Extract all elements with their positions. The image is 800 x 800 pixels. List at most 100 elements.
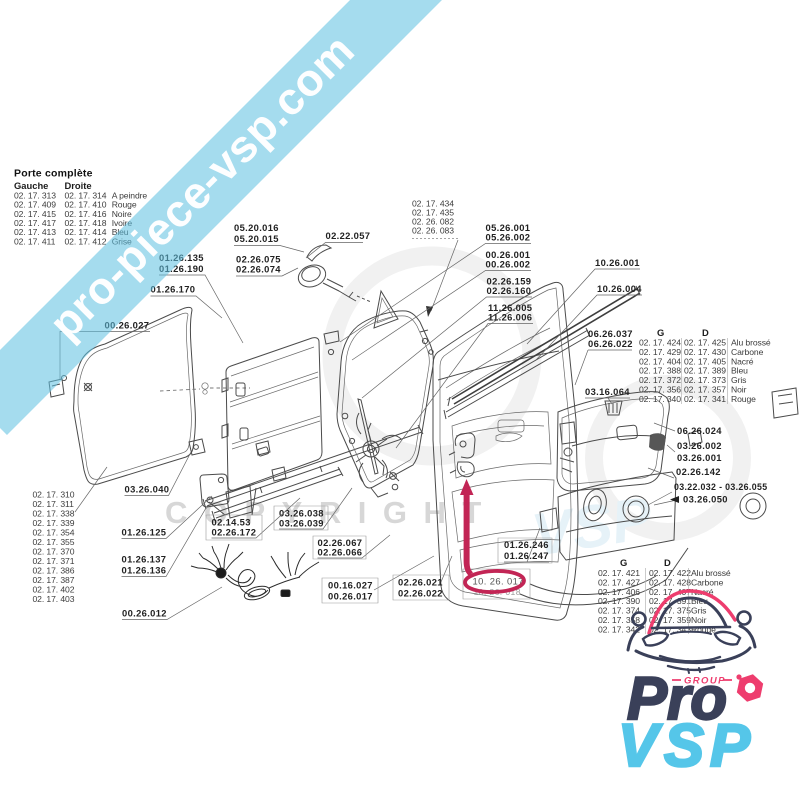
- svg-text:02. 17. 422: 02. 17. 422: [649, 568, 691, 578]
- svg-text:10.26.001: 10.26.001: [595, 257, 640, 268]
- svg-text:05.20.015: 05.20.015: [234, 233, 279, 244]
- svg-text:02. 17. 355: 02. 17. 355: [33, 537, 75, 547]
- svg-text:02. 17. 417: 02. 17. 417: [14, 218, 56, 228]
- svg-text:02. 17. 390: 02. 17. 390: [598, 596, 640, 606]
- svg-text:03.26.050: 03.26.050: [683, 494, 728, 505]
- svg-text:02.26.160: 02.26.160: [487, 285, 532, 296]
- svg-text:02. 17. 310: 02. 17. 310: [33, 490, 75, 500]
- svg-text:Noir: Noir: [731, 385, 747, 395]
- svg-text:02. 17. 407: 02. 17. 407: [649, 587, 691, 597]
- svg-text:03.26.039: 03.26.039: [279, 518, 324, 529]
- svg-text:02. 17. 314: 02. 17. 314: [65, 190, 107, 200]
- svg-text:02. 17. 389: 02. 17. 389: [684, 366, 726, 376]
- svg-text:02. 17. 391: 02. 17. 391: [649, 596, 691, 606]
- svg-text:Gauche: Gauche: [14, 180, 48, 191]
- svg-text:03.26.038: 03.26.038: [279, 508, 324, 519]
- svg-text:Bleu: Bleu: [691, 596, 708, 606]
- svg-text:10.26.004: 10.26.004: [597, 283, 642, 294]
- svg-text:01.26.190: 01.26.190: [159, 263, 204, 274]
- svg-text:01.26.136: 01.26.136: [122, 565, 167, 576]
- svg-text:02. 17. 421: 02. 17. 421: [598, 568, 640, 578]
- svg-text:02. 17. 342: 02. 17. 342: [598, 624, 640, 634]
- svg-text:VSP: VSP: [618, 712, 756, 779]
- svg-text:02. 17. 359: 02. 17. 359: [649, 615, 691, 625]
- svg-text:02. 17. 338: 02. 17. 338: [33, 509, 75, 519]
- svg-text:06.26.024: 06.26.024: [677, 425, 722, 436]
- svg-text:COPYRIGHT: COPYRIGHT: [165, 495, 498, 530]
- svg-text:02. 17. 356: 02. 17. 356: [639, 385, 681, 395]
- svg-text:Droite: Droite: [65, 180, 92, 191]
- svg-text:05.20.016: 05.20.016: [234, 222, 279, 233]
- svg-text:Carbone: Carbone: [731, 347, 764, 357]
- svg-text:02.22.057: 02.22.057: [326, 230, 371, 241]
- svg-text:02. 17. 435: 02. 17. 435: [412, 208, 454, 218]
- svg-text:02.26.022: 02.26.022: [398, 588, 443, 599]
- svg-text:02.26.159: 02.26.159: [487, 276, 532, 287]
- svg-text:01.26.246: 01.26.246: [504, 539, 549, 550]
- svg-text:02. 17. 415: 02. 17. 415: [14, 209, 56, 219]
- svg-text:Noire: Noire: [112, 209, 132, 219]
- svg-text:02. 17. 403: 02. 17. 403: [33, 594, 75, 604]
- svg-text:Ivoire: Ivoire: [112, 218, 133, 228]
- svg-text:01.26.137: 01.26.137: [122, 554, 167, 565]
- svg-text:Carbone: Carbone: [691, 577, 724, 587]
- svg-text:01.26.170: 01.26.170: [151, 284, 196, 295]
- svg-text:A peindre: A peindre: [112, 190, 148, 200]
- svg-text:Porte complète: Porte complète: [14, 168, 93, 180]
- svg-text:02. 17. 424: 02. 17. 424: [639, 338, 681, 348]
- svg-text:03.22.032 - 03.26.055: 03.22.032 - 03.26.055: [674, 482, 767, 492]
- svg-text:GROUP: GROUP: [684, 676, 726, 687]
- svg-text:02. 17. 428: 02. 17. 428: [649, 577, 691, 587]
- svg-text:02. 17. 374: 02. 17. 374: [598, 606, 640, 616]
- svg-text:03.26.001: 03.26.001: [677, 452, 722, 463]
- svg-text:02. 17. 418: 02. 17. 418: [65, 218, 107, 228]
- svg-text:02. 17. 339: 02. 17. 339: [33, 518, 75, 528]
- svg-text:01.26.125: 01.26.125: [122, 527, 167, 538]
- svg-text:02. 17. 358: 02. 17. 358: [598, 615, 640, 625]
- svg-text:02. 17. 430: 02. 17. 430: [684, 347, 726, 357]
- svg-text:02. 17. 425: 02. 17. 425: [684, 338, 726, 348]
- svg-text:D: D: [702, 327, 709, 338]
- svg-text:02. 17. 311: 02. 17. 311: [33, 499, 75, 509]
- svg-text:11.26.005: 11.26.005: [488, 302, 532, 313]
- svg-text:02. 17. 357: 02. 17. 357: [684, 385, 726, 395]
- svg-text:02.26.142: 02.26.142: [676, 466, 721, 477]
- svg-text:02. 17. 434: 02. 17. 434: [412, 199, 454, 209]
- svg-text:02.26.067: 02.26.067: [318, 537, 363, 548]
- svg-text:02. 17. 370: 02. 17. 370: [33, 547, 75, 557]
- svg-text:02.26.075: 02.26.075: [236, 254, 281, 265]
- svg-text:Bleu: Bleu: [731, 366, 748, 376]
- svg-text:Gris: Gris: [691, 606, 706, 616]
- svg-text:02. 17. 429: 02. 17. 429: [639, 347, 681, 357]
- svg-text:02. 17. 354: 02. 17. 354: [33, 528, 75, 538]
- svg-text:02. 17. 405: 02. 17. 405: [684, 356, 726, 366]
- svg-text:D: D: [664, 557, 671, 568]
- svg-text:02.26.021: 02.26.021: [398, 577, 443, 588]
- svg-text:02. 17. 340: 02. 17. 340: [639, 394, 681, 404]
- svg-text:02.14.53: 02.14.53: [212, 517, 251, 528]
- svg-text:02. 17. 371: 02. 17. 371: [33, 556, 75, 566]
- svg-text:02. 17. 343: 02. 17. 343: [649, 624, 691, 634]
- svg-text:Alu brossé: Alu brossé: [731, 338, 771, 348]
- svg-text:03.26.040: 03.26.040: [125, 484, 170, 495]
- svg-text:02. 26. 083: 02. 26. 083: [412, 226, 454, 236]
- svg-text:02. 17. 375: 02. 17. 375: [649, 606, 691, 616]
- svg-text:02.26.074: 02.26.074: [236, 264, 281, 275]
- svg-text:02. 17. 372: 02. 17. 372: [639, 375, 681, 385]
- svg-text:02. 26. 082: 02. 26. 082: [412, 217, 454, 227]
- svg-text:00.26.001: 00.26.001: [486, 249, 531, 260]
- svg-text:Gris: Gris: [731, 375, 746, 385]
- svg-text:02. 17. 411: 02. 17. 411: [14, 236, 56, 246]
- svg-text:00.26.017: 00.26.017: [328, 591, 373, 602]
- svg-text:05.26.002: 05.26.002: [486, 232, 531, 243]
- svg-text:02. 17. 404: 02. 17. 404: [639, 356, 681, 366]
- svg-text:02. 17. 386: 02. 17. 386: [33, 566, 75, 576]
- svg-text:02. 17. 402: 02. 17. 402: [33, 585, 75, 595]
- svg-text:06.26.037: 06.26.037: [588, 328, 633, 339]
- svg-text:Rouge: Rouge: [112, 200, 137, 210]
- svg-text:02. 17. 413: 02. 17. 413: [14, 227, 56, 237]
- svg-text:03.16.064: 03.16.064: [585, 386, 630, 397]
- svg-text:06.26.022: 06.26.022: [588, 338, 633, 349]
- svg-text:00.26.012: 00.26.012: [122, 608, 167, 619]
- svg-text:02.26.172: 02.26.172: [212, 527, 257, 538]
